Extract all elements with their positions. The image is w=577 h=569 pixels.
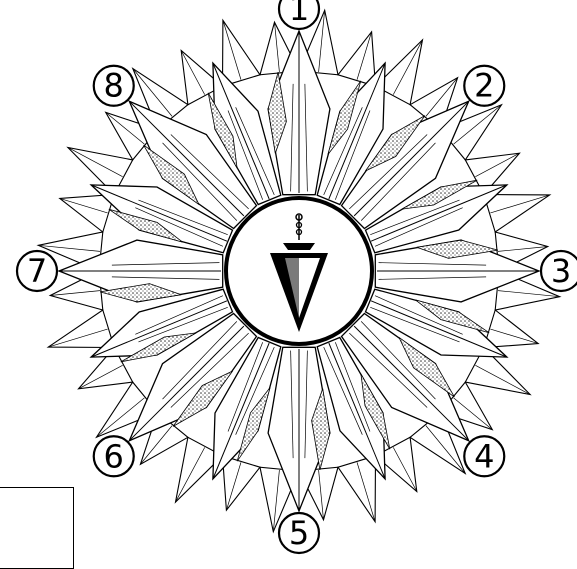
- number-text: 4: [474, 437, 494, 475]
- number-label-5: 5: [279, 513, 319, 553]
- number-label-6: 6: [94, 436, 134, 476]
- outer-facet: [484, 310, 538, 348]
- outer-facet: [48, 310, 114, 348]
- corner-frame: [0, 487, 74, 569]
- outer-facet: [223, 20, 261, 86]
- number-text: 2: [474, 67, 494, 105]
- outer-facet: [338, 456, 376, 522]
- number-label-3: 3: [541, 251, 577, 291]
- number-text: 3: [551, 252, 571, 290]
- number-text: 1: [289, 0, 309, 28]
- number-label-7: 7: [17, 251, 57, 291]
- number-text: 6: [104, 437, 124, 475]
- number-label-4: 4: [464, 436, 504, 476]
- outer-facet: [223, 456, 261, 510]
- number-label-8: 8: [94, 66, 134, 106]
- number-text: 7: [27, 252, 47, 290]
- number-text: 5: [289, 514, 309, 552]
- outer-facet: [484, 195, 550, 233]
- number-text: 8: [104, 67, 124, 105]
- outer-facet: [338, 32, 376, 86]
- center-medallion: [226, 198, 372, 344]
- outer-facet: [60, 195, 114, 233]
- number-label-2: 2: [464, 66, 504, 106]
- number-label-1: 1: [279, 0, 319, 29]
